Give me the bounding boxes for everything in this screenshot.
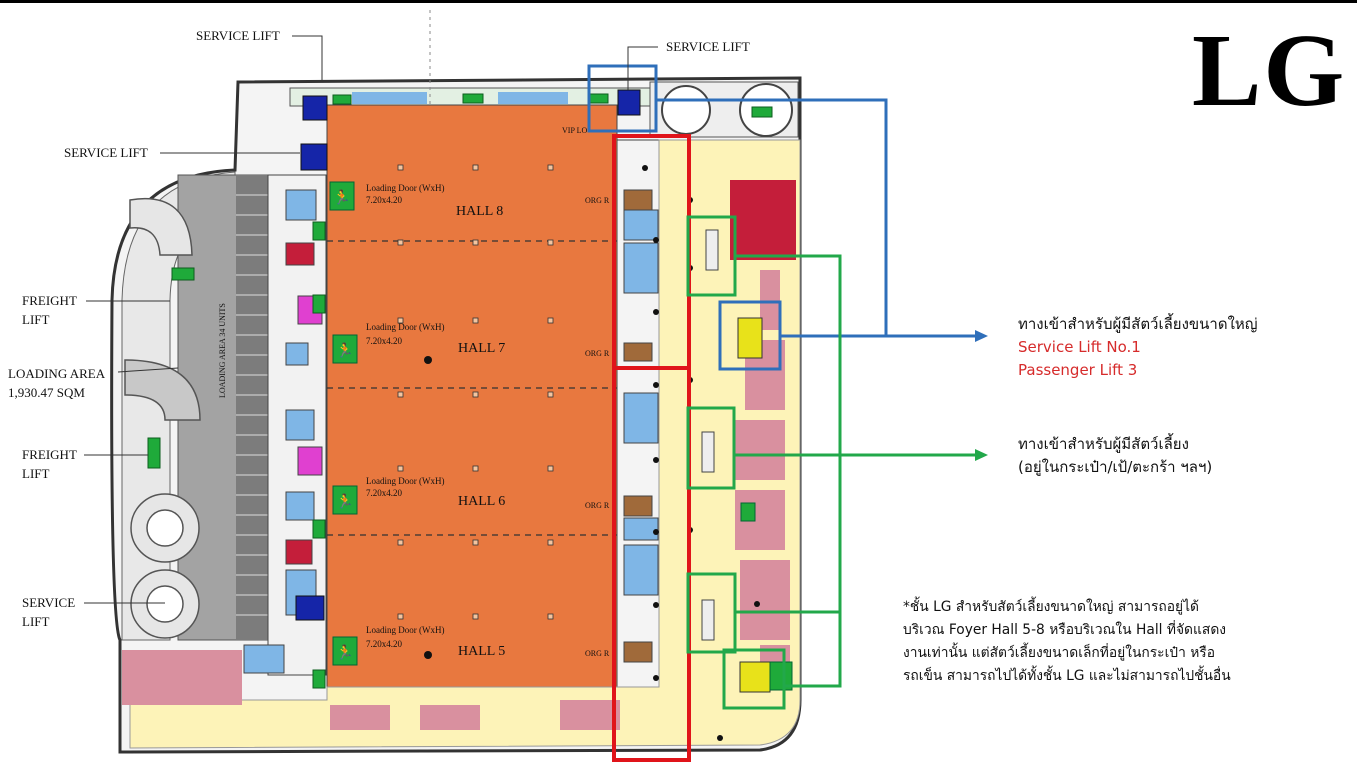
hall-area — [326, 104, 618, 688]
legend-passenger-lift: Passenger Lift 3 — [1018, 361, 1138, 379]
legend-small-pets-title: ทางเข้าสำหรับผู้มีสัตว์เลี้ยง — [1018, 435, 1189, 453]
service-lift-label-bottom: SERVICE LIFT — [22, 595, 75, 630]
org-label-4: ORG R — [585, 649, 610, 658]
foyer-dots — [642, 165, 760, 741]
loading-door-size-7: 7.20x4.20 — [366, 336, 403, 346]
service-rooms — [243, 174, 327, 676]
note-line-3: งานเท่านั้น แต่สัตว์เลี้ยงขนาดเล็กที่อยู… — [903, 645, 1215, 661]
loading-area-line-1: LOADING AREA — [8, 366, 106, 381]
vip-label: VIP LO — [562, 126, 587, 135]
legend-large-pets: ทางเข้าสำหรับผู้มีสัตว์เลี้ยงขนาดใหญ่ Se… — [1018, 313, 1258, 382]
hall-7-label: HALL 7 — [458, 341, 505, 356]
legend-service-lift: Service Lift No.1 — [1018, 338, 1141, 356]
top-rule — [0, 0, 1357, 3]
svg-text:🏃: 🏃 — [336, 493, 353, 510]
loading-door-5: Loading Door (WxH) — [366, 625, 444, 635]
loading-area-label: LOADING AREA 1,930.47 SQM — [8, 366, 105, 401]
loading-area-line-2: 1,930.47 SQM — [8, 385, 85, 400]
legend-small-pets-subtitle: (อยู่ในกระเป๋า/เป้/ตะกร้า ฯลฯ) — [1018, 458, 1213, 476]
blue-highlight — [587, 64, 975, 371]
legend-large-pets-title: ทางเข้าสำหรับผู้มีสัตว์เลี้ยงขนาดใหญ่ — [1018, 315, 1258, 333]
freight-lift-1-line-2: LIFT — [22, 312, 50, 327]
hall-5-label: HALL 5 — [458, 644, 505, 659]
leader-lines — [84, 35, 658, 604]
loading-door-size-6: 7.20x4.20 — [366, 488, 403, 498]
note-line-1: *ชั้น LG สำหรับสัตว์เลี้ยงขนาดใหญ่ สามาร… — [903, 599, 1199, 615]
hall-8-label: HALL 8 — [456, 204, 503, 219]
freight-lift-label-2: FREIGHT LIFT — [22, 447, 77, 482]
freight-lift-2-line-2: LIFT — [22, 466, 50, 481]
loading-door-7: Loading Door (WxH) — [366, 322, 444, 332]
loading-units-label: LOADING AREA 34 UNITS — [218, 303, 227, 398]
loading-bays — [236, 175, 268, 640]
svg-text:🏃: 🏃 — [336, 644, 353, 661]
pet-policy-note: *ชั้น LG สำหรับสัตว์เลี้ยงขนาดใหญ่ สามาร… — [903, 596, 1353, 688]
green-arrow-head — [975, 449, 988, 461]
hall-6-label: HALL 6 — [458, 494, 505, 509]
service-lift-bottom-line-1: SERVICE — [22, 595, 76, 610]
note-line-4: รถเข็น สามารถไปได้ทั้งชั้น LG และไม่สามา… — [903, 668, 1231, 684]
exit-signs — [329, 181, 358, 666]
green-highlight — [686, 215, 975, 710]
hall-dividers — [327, 240, 617, 536]
freight-lift-2-line-1: FREIGHT — [22, 447, 77, 462]
loading-bay-lines — [236, 194, 268, 616]
loading-door-6: Loading Door (WxH) — [366, 476, 444, 486]
org-rooms — [616, 139, 660, 711]
freight-lift-label-1: FREIGHT LIFT — [22, 293, 77, 328]
org-label-1: ORG R — [585, 196, 610, 205]
loading-door-size-5: 7.20x4.20 — [366, 639, 403, 649]
service-lift-label-top-left: SERVICE LIFT — [196, 28, 280, 43]
org-label-2: ORG R — [585, 349, 610, 358]
blue-arrow-head — [975, 330, 988, 342]
ramps — [124, 198, 201, 639]
floor-title: LG — [1192, 13, 1347, 128]
freight-lift-1-line-1: FREIGHT — [22, 293, 77, 308]
org-label-3: ORG R — [585, 501, 610, 510]
service-lift-bottom-line-2: LIFT — [22, 614, 50, 629]
service-lift-boxes — [295, 89, 641, 621]
loading-door-size-8: 7.20x4.20 — [366, 195, 403, 205]
note-line-2: บริเวณ Foyer Hall 5-8 หรือบริเวณใน Hall … — [903, 622, 1227, 638]
svg-text:🏃: 🏃 — [336, 342, 353, 359]
legend-small-pets: ทางเข้าสำหรับผู้มีสัตว์เลี้ยง (อยู่ในกระ… — [1018, 433, 1212, 479]
hall-columns — [397, 164, 554, 620]
service-lift-label-left: SERVICE LIFT — [64, 145, 148, 160]
loading-door-8: Loading Door (WxH) — [366, 183, 444, 193]
service-lift-label-top-right: SERVICE LIFT — [666, 39, 750, 54]
svg-text:🏃: 🏃 — [333, 189, 350, 206]
